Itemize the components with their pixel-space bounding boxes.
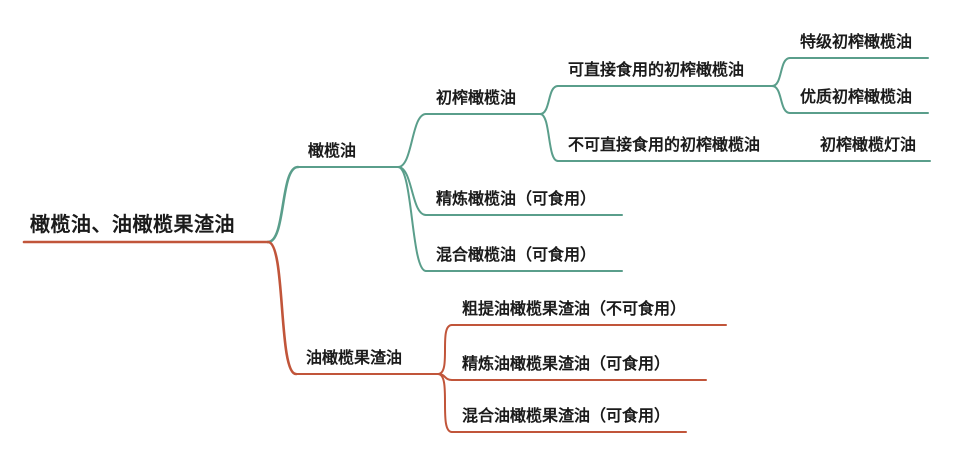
node-blended-pomace-oil[interactable]: 混合油橄榄果渣油（可食用） [462,408,671,425]
node-crude-pomace-oil[interactable]: 粗提油橄榄果渣油（不可食用） [462,301,687,318]
edge-edible-extra [771,57,791,87]
edge-olive-oil-refined [397,166,427,216]
node-non-edible-virgin-olive-oil[interactable]: 不可直接食用的初榨橄榄油 [568,137,761,154]
node-edible-virgin-olive-oil[interactable]: 可直接食用的初榨橄榄油 [568,62,745,79]
node-blended-olive-oil[interactable]: 混合橄榄油（可食用） [436,247,597,264]
edge-olive-oil-virgin [397,113,427,168]
edge-pomace-crude [437,324,453,375]
edge-edible-fine [771,85,791,114]
node-pomace-oil[interactable]: 油橄榄果渣油 [306,350,403,367]
node-virgin-olive-oil[interactable]: 初榨橄榄油 [436,90,517,107]
edge-root-pomace [266,240,298,376]
node-lampante-virgin-olive-oil[interactable]: 初榨橄榄灯油 [820,137,917,154]
edge-virgin-edible [539,85,559,115]
node-refined-pomace-oil[interactable]: 精炼油橄榄果渣油（可食用） [462,356,671,373]
node-fine-virgin-olive-oil[interactable]: 优质初榨橄榄油 [800,89,913,106]
edge-root-olive-oil [266,165,300,244]
node-refined-olive-oil[interactable]: 精炼橄榄油（可食用） [436,191,597,208]
node-olive-oil[interactable]: 橄榄油 [308,143,357,160]
node-extra-virgin-olive-oil[interactable]: 特级初榨橄榄油 [800,34,913,51]
edge-virgin-non-edible [539,113,559,162]
edge-olive-oil-blended [397,166,427,272]
edge-pomace-blended [437,373,453,433]
node-root[interactable]: 橄榄油、油橄榄果渣油 [30,214,235,236]
